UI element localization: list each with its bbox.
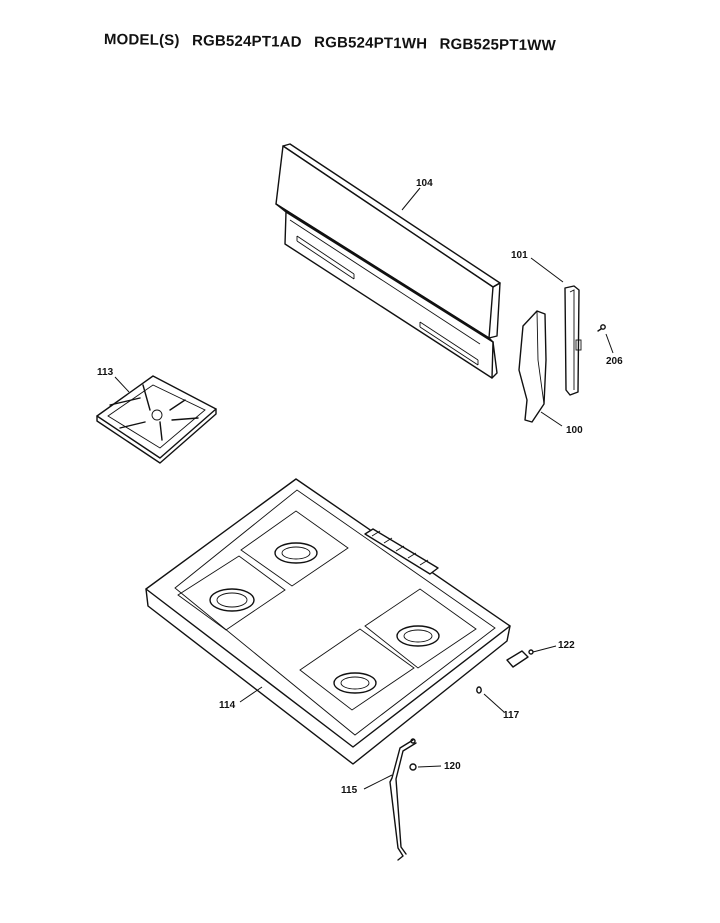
cooktop-part — [145, 478, 511, 765]
fastener-part — [409, 763, 417, 771]
end-cap-left-part — [518, 310, 547, 423]
bracket-rod-part — [389, 738, 417, 861]
label-117: 117 — [503, 710, 520, 721]
clip-part — [476, 686, 482, 694]
label-101: 101 — [511, 250, 528, 261]
label-113: 113 — [97, 367, 114, 378]
backguard-part — [275, 143, 501, 379]
label-115: 115 — [341, 785, 358, 796]
label-120: 120 — [444, 761, 461, 772]
screw-part — [597, 324, 606, 332]
burner-grate-part — [96, 375, 217, 464]
label-114: 114 — [219, 700, 236, 711]
label-100: 100 — [566, 425, 583, 436]
label-206: 206 — [606, 356, 623, 367]
label-104: 104 — [416, 178, 433, 189]
igniter-switch-part — [506, 649, 534, 668]
end-cap-right-part — [564, 285, 582, 396]
leader-lines — [114, 187, 614, 790]
label-122: 122 — [558, 640, 575, 651]
